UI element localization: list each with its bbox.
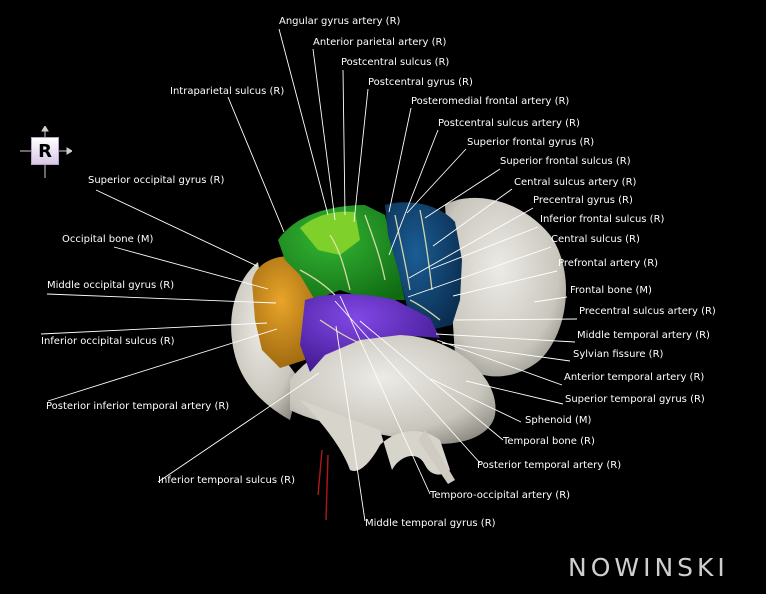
label-inferior-frontal-sulcus: Inferior frontal sulcus (R) <box>540 214 665 225</box>
orientation-letter: R <box>31 137 59 165</box>
frontal-lobe-shape <box>385 202 462 330</box>
label-central-sulcus: Central sulcus (R) <box>551 234 640 245</box>
label-superior-frontal-sulcus: Superior frontal sulcus (R) <box>500 156 631 167</box>
frontal-bone-shape <box>445 197 567 377</box>
orientation-marker: R <box>20 126 72 178</box>
label-postcentral-gyrus: Postcentral gyrus (R) <box>368 77 473 88</box>
label-postcentral-sulcus: Postcentral sulcus (R) <box>341 57 450 68</box>
neck-vessels <box>317 449 329 521</box>
label-anterior-temporal-artery: Anterior temporal artery (R) <box>564 372 705 383</box>
label-precentral-sulcus-artery: Precentral sulcus artery (R) <box>579 306 716 317</box>
label-frontal-bone: Frontal bone (M) <box>570 285 652 296</box>
label-middle-occipital-gyrus: Middle occipital gyrus (R) <box>47 280 175 291</box>
label-superior-occipital-gyrus: Superior occipital gyrus (R) <box>88 175 225 186</box>
label-anterior-parietal-artery: Anterior parietal artery (R) <box>313 37 447 48</box>
styloid-shape <box>418 430 455 484</box>
leader-lines <box>40 28 578 522</box>
label-occipital-bone: Occipital bone (M) <box>62 234 154 245</box>
postcentral-gyrus-shape <box>300 211 360 255</box>
label-posterior-inferior-temporal-artery: Posterior inferior temporal artery (R) <box>46 401 230 412</box>
temporal-lobe-shape <box>300 294 440 372</box>
label-middle-temporal-gyrus: Middle temporal gyrus (R) <box>365 518 496 529</box>
label-inferior-occipital-sulcus: Inferior occipital sulcus (R) <box>41 336 175 347</box>
label-sphenoid: Sphenoid (M) <box>525 415 592 426</box>
label-precentral-gyrus: Precentral gyrus (R) <box>533 195 633 206</box>
label-middle-temporal-artery: Middle temporal artery (R) <box>577 330 710 341</box>
brain-cortex <box>252 202 462 372</box>
label-superior-frontal-gyrus: Superior frontal gyrus (R) <box>467 137 595 148</box>
label-posterior-temporal-artery: Posterior temporal artery (R) <box>477 460 622 471</box>
label-central-sulcus-artery: Central sulcus artery (R) <box>514 177 637 188</box>
label-inferior-temporal-sulcus: Inferior temporal sulcus (R) <box>158 475 296 486</box>
label-angular-gyrus-artery: Angular gyrus artery (R) <box>279 16 401 27</box>
label-sylvian-fissure: Sylvian fissure (R) <box>573 349 664 360</box>
label-postcentral-sulcus-artery: Postcentral sulcus artery (R) <box>438 118 580 129</box>
label-temporal-bone: Temporal bone (R) <box>503 436 595 447</box>
surface-arteries <box>299 209 441 346</box>
label-prefrontal-artery: Prefrontal artery (R) <box>558 258 659 269</box>
label-intraparietal-sulcus: Intraparietal sulcus (R) <box>170 86 285 97</box>
logo-text: NOWINSKI <box>568 553 729 582</box>
label-temporo-occipital-artery: Temporo-occipital artery (R) <box>430 490 571 501</box>
label-posteromedial-frontal-artery: Posteromedial frontal artery (R) <box>411 96 570 107</box>
label-superior-temporal-gyrus: Superior temporal gyrus (R) <box>565 394 705 405</box>
nowinski-logo: NOWINSKI <box>568 553 754 585</box>
